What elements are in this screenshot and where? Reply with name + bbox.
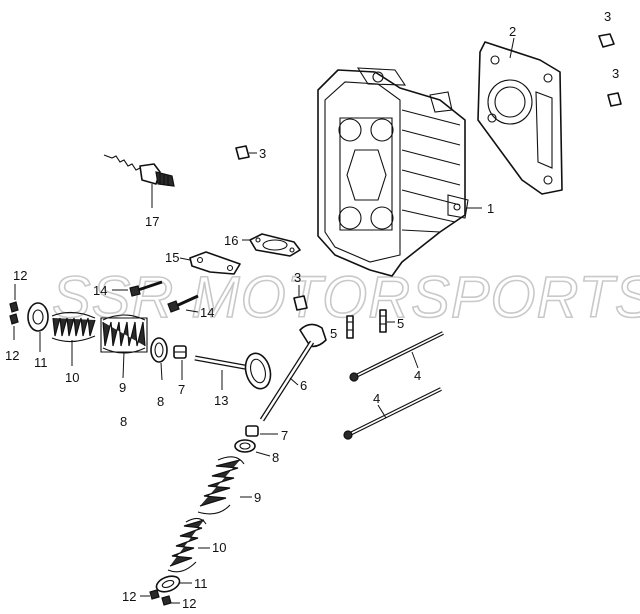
callout-inner-spring-left: 10 — [65, 370, 79, 385]
retainer-left — [27, 302, 49, 332]
callout-pin-left: 5 — [330, 326, 337, 341]
head-gasket — [477, 41, 563, 195]
keeper-lower-a — [149, 589, 160, 600]
dowel-pin-mid — [235, 145, 250, 160]
spark-plug — [103, 154, 175, 187]
callout-retainer-right: 11 — [194, 576, 208, 591]
callout-cylinder-head: 1 — [487, 201, 494, 216]
callout-dowel-pin-low: 3 — [294, 270, 301, 285]
callout-stud-upper: 4 — [414, 368, 421, 383]
stem-seal-right — [245, 425, 259, 437]
callout-inner-spring-right: 10 — [212, 540, 226, 555]
stud-upper — [349, 331, 444, 382]
retainer-right — [155, 575, 181, 593]
callout-stud-lower: 4 — [373, 391, 380, 406]
callout-cover-plate: 15 — [165, 250, 179, 265]
callout-stem-seal-right: 7 — [281, 428, 288, 443]
callout-head-gasket: 2 — [509, 24, 516, 39]
stud-lower — [343, 387, 442, 440]
exhaust-valve — [194, 352, 272, 390]
pin-right — [379, 309, 387, 333]
callout-bolt-left: 14 — [93, 283, 107, 298]
callout-cover-gasket: 16 — [224, 233, 238, 248]
inner-spring-right — [167, 517, 207, 573]
callout-dowel-pin-mid: 3 — [259, 146, 266, 161]
callout-seat-ring-left: 8 — [157, 394, 164, 409]
inner-spring-left — [51, 311, 96, 343]
callout-exhaust-valve: 13 — [214, 393, 228, 408]
cover-plate — [189, 251, 241, 275]
callout-label-8-below: 8 — [120, 414, 127, 429]
callout-dowel-pin-top-b: 3 — [612, 66, 619, 81]
callout-keeper-lower-b: 12 — [182, 596, 196, 611]
callout-spark-plug: 17 — [145, 214, 159, 229]
outer-spring-right — [197, 456, 245, 515]
callout-intake-valve: 6 — [300, 378, 307, 393]
callout-outer-spring-right: 9 — [254, 490, 261, 505]
cover-gasket — [249, 233, 301, 257]
outer-spring-left — [100, 314, 148, 354]
callout-stem-seal-left: 7 — [178, 382, 185, 397]
dowel-pin-top-a — [598, 33, 615, 48]
seat-ring-right — [234, 439, 256, 453]
keeper-lower-b — [161, 595, 172, 606]
dowel-pin-low — [293, 295, 308, 311]
pin-left — [346, 315, 354, 339]
seat-ring-left — [150, 337, 168, 363]
callout-outer-spring-left: 9 — [119, 380, 126, 395]
callout-keeper-lower-a: 12 — [122, 589, 136, 604]
cylinder-head — [317, 67, 469, 277]
keeper-bottom-left — [9, 313, 19, 325]
callout-retainer-left: 11 — [34, 355, 48, 370]
callout-bolt-right: 14 — [200, 305, 214, 320]
dowel-pin-top-b — [607, 92, 622, 107]
callout-seat-ring-right: 8 — [272, 450, 279, 465]
bolt-right — [167, 294, 199, 313]
bolt-left — [129, 280, 163, 297]
watermark-text: SSR MOTORSPORTS — [52, 265, 640, 330]
callout-keeper-bottom-left: 12 — [5, 348, 19, 363]
callout-pin-right: 5 — [397, 316, 404, 331]
stem-seal-left — [173, 345, 187, 359]
intake-valve — [259, 323, 327, 422]
callout-dowel-pin-top-a: 3 — [604, 9, 611, 24]
callout-keeper-top-left: 12 — [13, 268, 27, 283]
keeper-top-left — [9, 301, 19, 313]
